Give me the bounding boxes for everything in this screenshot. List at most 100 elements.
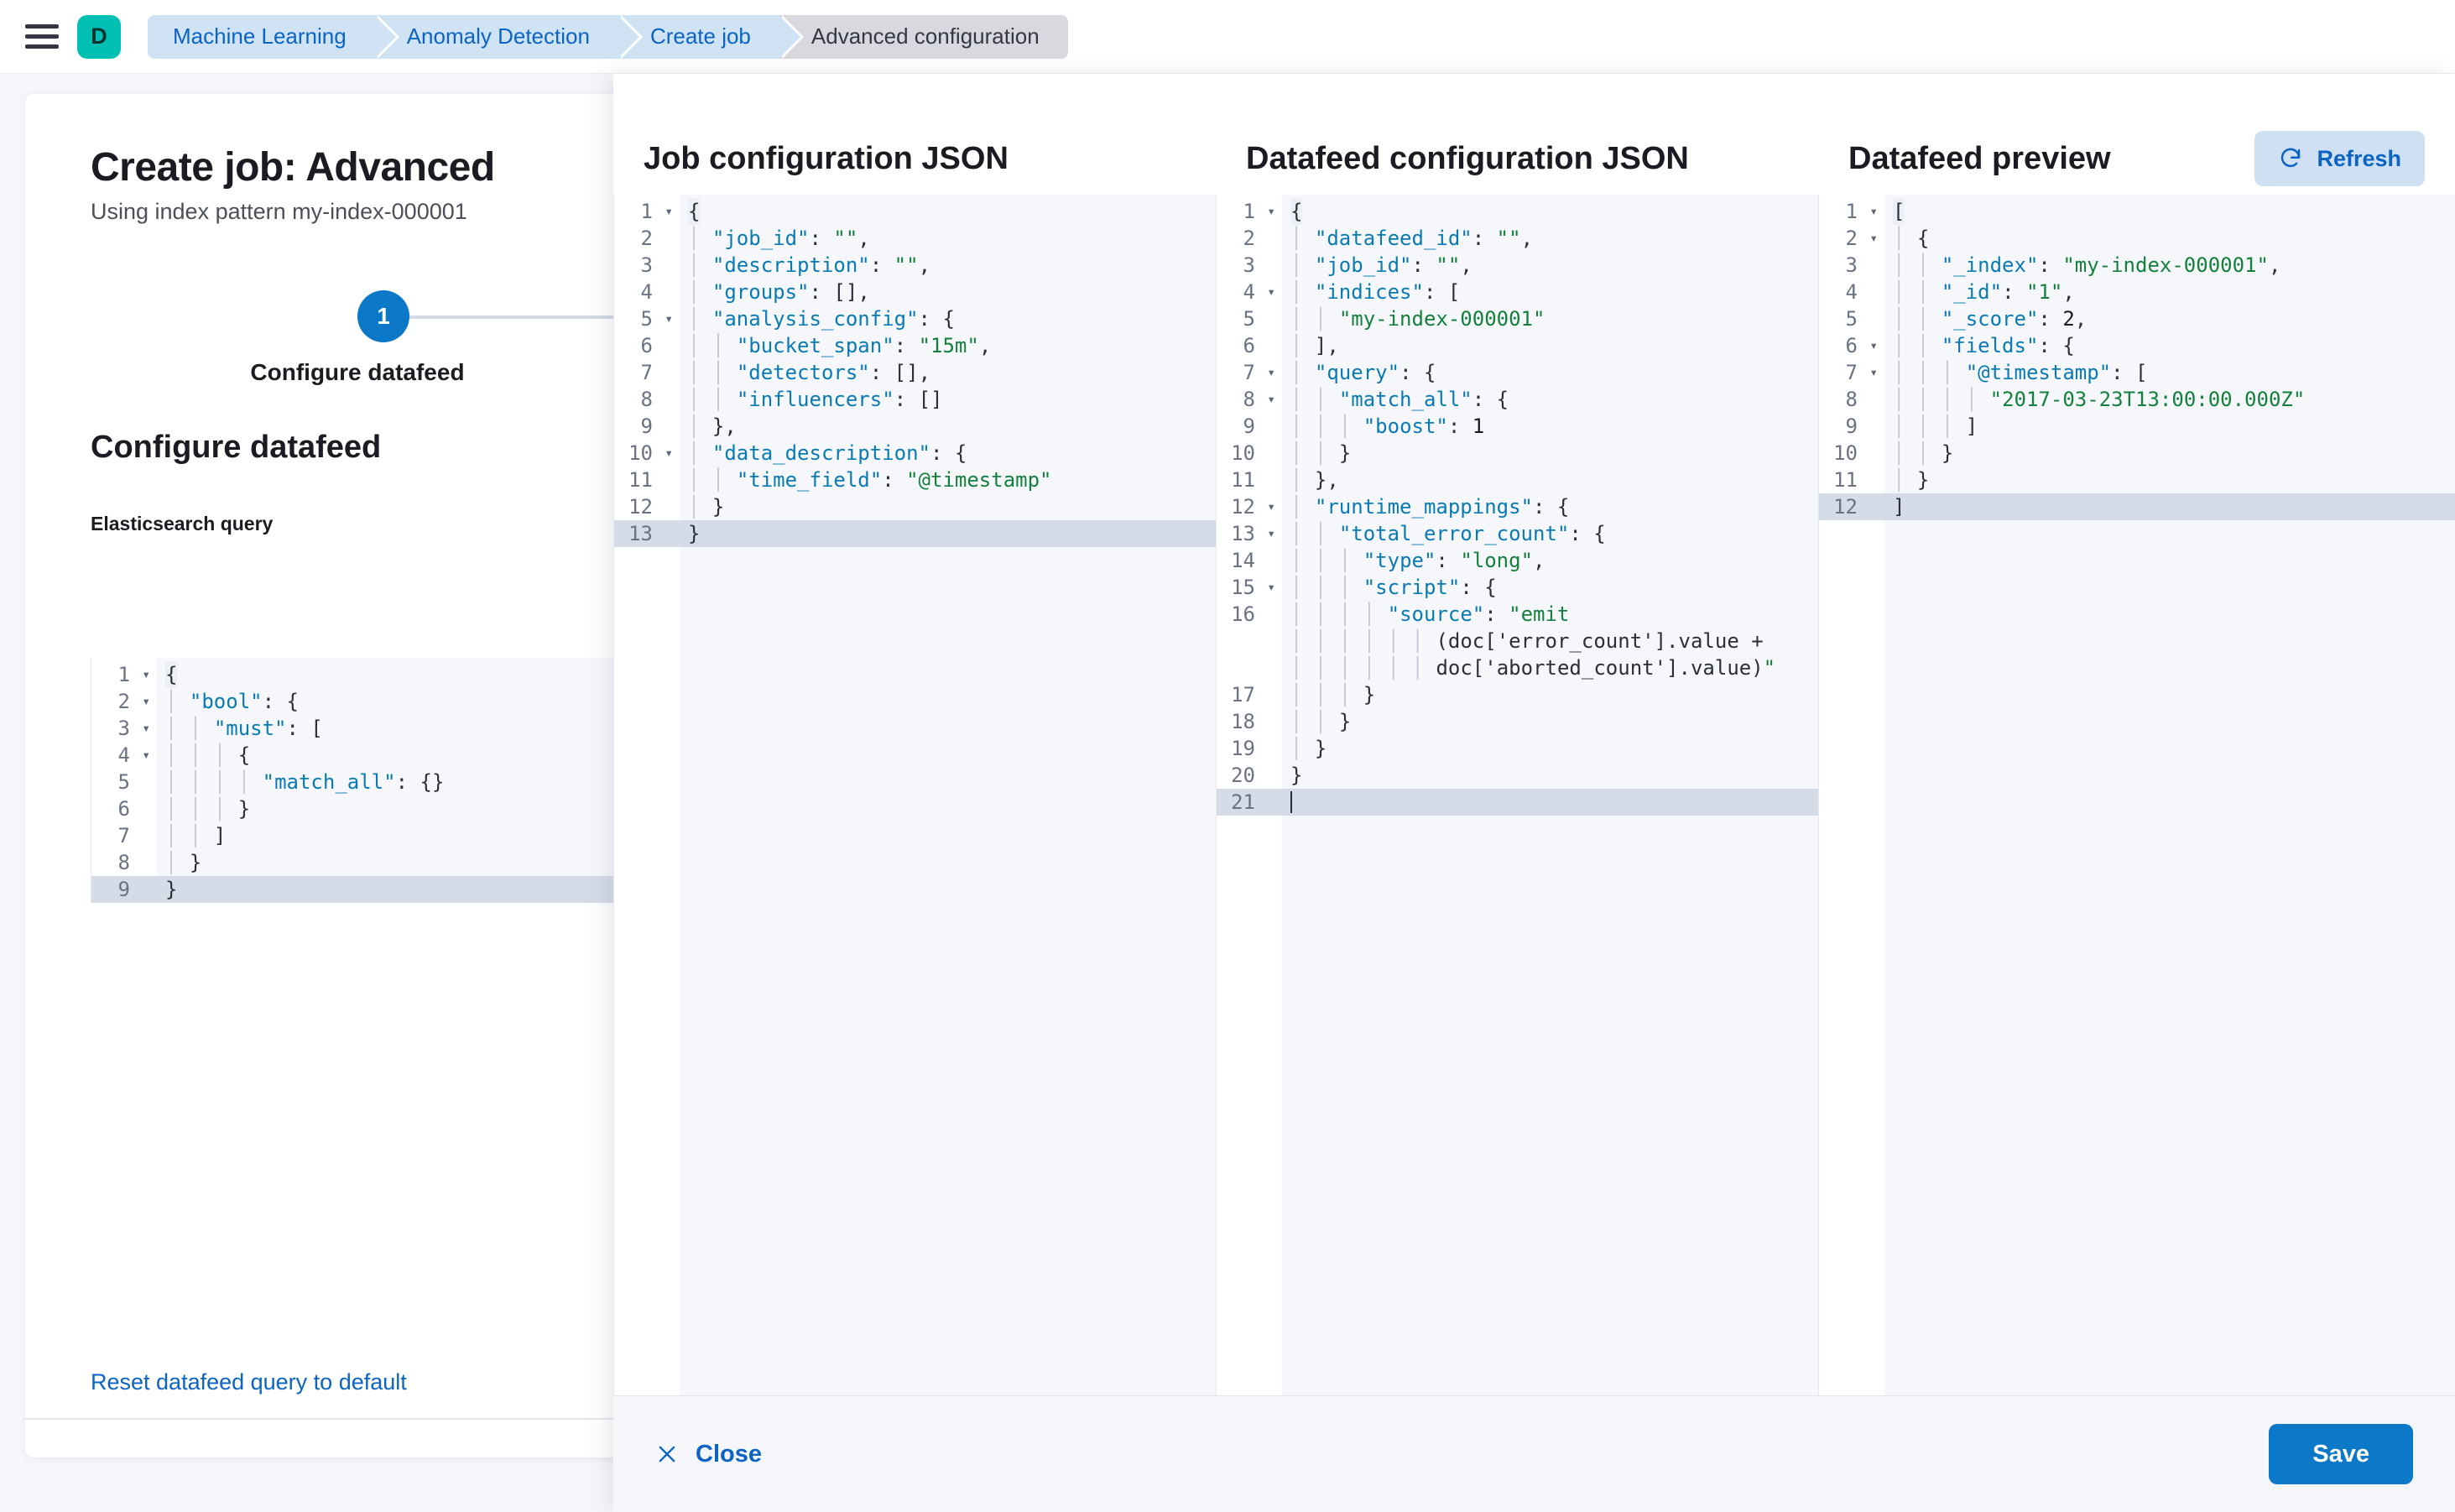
code-line: │ │ │ ] xyxy=(1893,414,1978,438)
editor-code-area[interactable]: {│ "job_id": "", │ "description": "", │ "g… xyxy=(680,195,1216,1395)
breadcrumb-item-anomaly-detection[interactable]: Anomaly Detection xyxy=(374,14,644,59)
code-line: │ │ │ │ "source": "emit│ │ │ │ │ │ (doc[… xyxy=(1290,602,1776,680)
close-button[interactable]: Close xyxy=(655,1441,762,1468)
code-line: │ "description": "", xyxy=(688,253,931,277)
code-line: { xyxy=(688,198,701,225)
flyout-footer: Close Save xyxy=(613,1395,2455,1512)
editor-code-area[interactable]: [│ {│ │ "_index": "my-index-000001",│ │ … xyxy=(1884,195,2455,1395)
code-line: │ │ "total_error_count": { xyxy=(1290,522,1606,545)
divider xyxy=(25,1418,1183,1420)
code-line: │ "datafeed_id": "", xyxy=(1290,227,1534,250)
reset-datafeed-query-link[interactable]: Reset datafeed query to default xyxy=(91,1369,407,1395)
code-line: │ │ │ "type": "long", xyxy=(1290,549,1545,572)
code-line: │ │ "_id": "1", xyxy=(1893,280,2075,304)
gutter-line: 5▾ xyxy=(117,770,130,794)
gutter-line: 11▾ xyxy=(628,468,653,492)
code-line: │ } xyxy=(165,851,202,874)
gutter-line: 4▾ xyxy=(640,280,653,304)
hamburger-icon[interactable] xyxy=(25,23,59,50)
space-avatar[interactable]: D xyxy=(77,14,121,59)
job-configuration-column: Job configuration JSON 1▾2▾3▾4▾5▾6▾7▾8▾9… xyxy=(613,123,1216,1395)
code-line: │ │ "influencers": [] xyxy=(688,388,943,411)
code-line: │ │ │ "boost": 1 xyxy=(1290,414,1485,438)
refresh-button[interactable]: Refresh xyxy=(2254,131,2425,186)
code-line: │ │ │ { xyxy=(165,743,251,767)
breadcrumb-item-machine-learning[interactable]: Machine Learning xyxy=(148,14,399,59)
gutter-line: 2▾ xyxy=(1845,227,1878,250)
gutter-line: 16▾ xyxy=(1231,602,1255,626)
gutter-line: 20▾ xyxy=(1231,764,1255,787)
code-line: │ │ } xyxy=(1893,441,1954,465)
gutter-line: 8▾ xyxy=(640,388,653,411)
code-line: } xyxy=(1290,764,1303,787)
elasticsearch-query-label: Elasticsearch query xyxy=(91,513,274,534)
code-line: │ │ "fields": { xyxy=(1893,334,2075,357)
code-line: │ │ │ "script": { xyxy=(1290,576,1497,599)
gutter-line: 9▾ xyxy=(1243,414,1255,438)
code-line: │ "groups": [], xyxy=(688,280,870,304)
code-line: ] xyxy=(1884,493,2455,520)
code-line: │ │ │ │ "match_all": {} xyxy=(165,770,445,794)
code-line: │ { xyxy=(1893,227,1930,250)
code-line: } xyxy=(680,520,1216,547)
refresh-icon xyxy=(2278,146,2303,171)
breadcrumb-item-create-job[interactable]: Create job xyxy=(618,14,804,59)
job-configuration-json-editor[interactable]: 1▾2▾3▾4▾5▾6▾7▾8▾9▾10▾11▾12▾13▾{│ "job_id… xyxy=(613,195,1216,1395)
datafeed-preview-column: Datafeed preview Refresh 1▾2▾3▾4▾5▾6▾7▾8… xyxy=(1818,123,2455,1395)
editor-gutter: 1▾2▾3▾4▾5▾6▾7▾8▾9▾ xyxy=(91,658,157,903)
code-line: │ "runtime_mappings": { xyxy=(1290,495,1570,519)
gutter-line: 1▾ xyxy=(117,663,150,686)
code-line: │ │ } xyxy=(1290,441,1352,465)
datafeed-preview-editor[interactable]: 1▾2▾3▾4▾5▾6▾7▾8▾9▾10▾11▾12▾[│ {│ │ "_ind… xyxy=(1818,195,2455,1395)
close-icon xyxy=(655,1442,679,1466)
step-1-label: Configure datafeed xyxy=(250,359,465,385)
gutter-line: 6▾ xyxy=(1243,334,1255,357)
code-line: │ │ "match_all": { xyxy=(1290,388,1509,411)
code-line: │ } xyxy=(1893,468,1930,492)
code-line: │ ], xyxy=(1290,334,1339,357)
gutter-line: 3▾ xyxy=(1243,253,1255,277)
gutter-line: 12▾ xyxy=(1231,495,1275,519)
gutter-line: 9▾ xyxy=(91,876,157,903)
gutter-line: 8▾ xyxy=(117,851,130,874)
code-line: │ } xyxy=(688,495,725,519)
save-button[interactable]: Save xyxy=(2269,1424,2413,1484)
datafeed-configuration-json-editor[interactable]: 1▾2▾3▾4▾5▾6▾7▾8▾9▾10▾11▾12▾13▾14▾15▾16▾1… xyxy=(1216,195,1818,1395)
editor-gutter: 1▾2▾3▾4▾5▾6▾7▾8▾9▾10▾11▾12▾13▾14▾15▾16▾1… xyxy=(1217,195,1282,1395)
gutter-line: 21▾ xyxy=(1217,789,1282,816)
datafeed-configuration-column: Datafeed configuration JSON 1▾2▾3▾4▾5▾6▾… xyxy=(1216,123,1818,1395)
editor-gutter: 1▾2▾3▾4▾5▾6▾7▾8▾9▾10▾11▾12▾13▾ xyxy=(614,195,680,1395)
code-line: │ │ │ "@timestamp": [ xyxy=(1893,361,2148,384)
gutter-line: 9▾ xyxy=(640,414,653,438)
gutter-line: 14▾ xyxy=(1231,549,1255,572)
gutter-line: 6▾ xyxy=(117,797,130,821)
gutter-line: 17▾ xyxy=(1231,683,1255,706)
gutter-line: 7▾ xyxy=(117,824,130,847)
code-line: │ │ "_index": "my-index-000001", xyxy=(1893,253,2281,277)
code-line: │ "indices": [ xyxy=(1290,280,1461,304)
editor-code-area[interactable]: {│ "datafeed_id": "",│ "job_id": "",│ "i… xyxy=(1282,195,1818,1395)
code-line: │ "job_id": "", xyxy=(688,227,870,250)
gutter-line: 5▾ xyxy=(640,307,673,331)
gutter-line: 10▾ xyxy=(1231,441,1255,465)
gutter-line: 9▾ xyxy=(1845,414,1858,438)
gutter-line: 6▾ xyxy=(640,334,653,357)
gutter-line: 3▾ xyxy=(117,717,150,740)
page-subtitle: Using index pattern my-index-000001 xyxy=(91,199,467,224)
gutter-line: 11▾ xyxy=(1231,468,1255,492)
gutter-line: 13▾ xyxy=(1231,522,1275,545)
step-1-circle[interactable]: 1 xyxy=(357,290,409,342)
gutter-line: 2▾ xyxy=(640,227,653,250)
section-title: Configure datafeed xyxy=(91,430,382,465)
refresh-button-label: Refresh xyxy=(2317,145,2401,171)
gutter-line: 4▾ xyxy=(1243,280,1275,304)
code-line: │ "bool": { xyxy=(165,690,299,713)
advanced-configuration-flyout: Job configuration JSON 1▾2▾3▾4▾5▾6▾7▾8▾9… xyxy=(613,74,2455,1512)
code-line: │ "job_id": "", xyxy=(1290,253,1472,277)
code-line xyxy=(1282,789,1818,816)
breadcrumb-item-advanced-configuration[interactable]: Advanced configuration xyxy=(779,14,1068,59)
gutter-line: 3▾ xyxy=(640,253,653,277)
gutter-line: 1▾ xyxy=(1845,200,1878,223)
close-button-label: Close xyxy=(696,1440,762,1468)
code-line: │ │ │ } xyxy=(165,797,251,821)
